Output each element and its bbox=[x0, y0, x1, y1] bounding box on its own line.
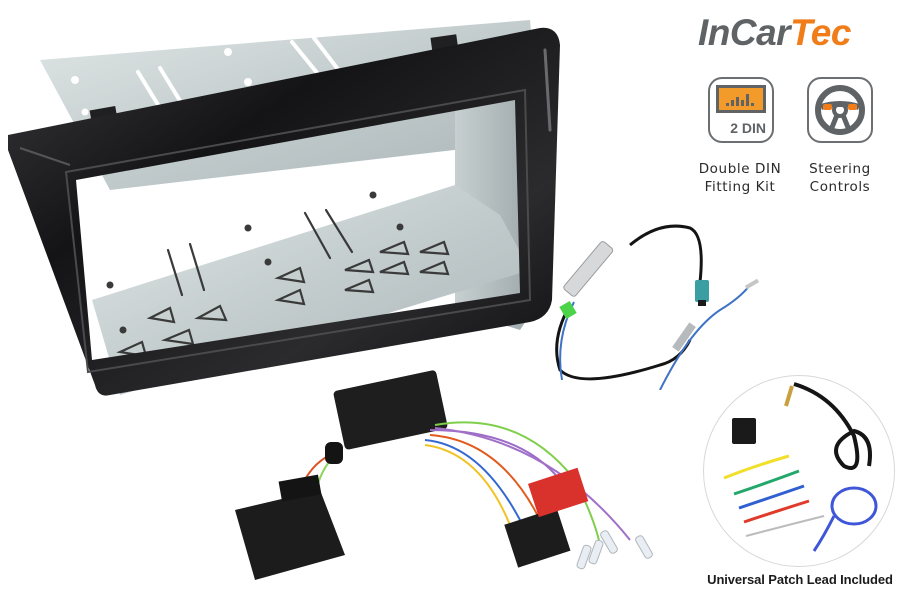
double-din-feature-label: Double DIN Fitting Kit bbox=[685, 160, 795, 196]
steering-label-line2: Controls bbox=[809, 179, 871, 195]
antenna-adapter-image bbox=[555, 224, 760, 390]
patch-lead-caption: Universal Patch Lead Included bbox=[707, 572, 893, 587]
steering-label-line1: Steering bbox=[809, 161, 871, 177]
double-din-label-line1: Double DIN bbox=[698, 161, 782, 177]
double-din-badge: 2 DIN bbox=[730, 120, 766, 136]
patch-lead-image bbox=[703, 375, 895, 567]
steering-wheel-icon bbox=[815, 85, 865, 135]
brand-logo-part1: InCar bbox=[698, 12, 791, 53]
brand-logo-part2: Tec bbox=[790, 12, 851, 53]
double-din-radio-icon bbox=[716, 85, 766, 113]
steering-interface-harness-image bbox=[235, 370, 653, 580]
steering-controls-feature-label: Steering Controls bbox=[785, 160, 895, 196]
double-din-feature-tile: 2 DIN bbox=[708, 77, 774, 143]
brand-logo: InCarTec bbox=[698, 14, 851, 51]
steering-controls-feature-tile bbox=[807, 77, 873, 143]
double-din-fascia-image bbox=[8, 20, 560, 396]
double-din-label-line2: Fitting Kit bbox=[704, 179, 776, 195]
